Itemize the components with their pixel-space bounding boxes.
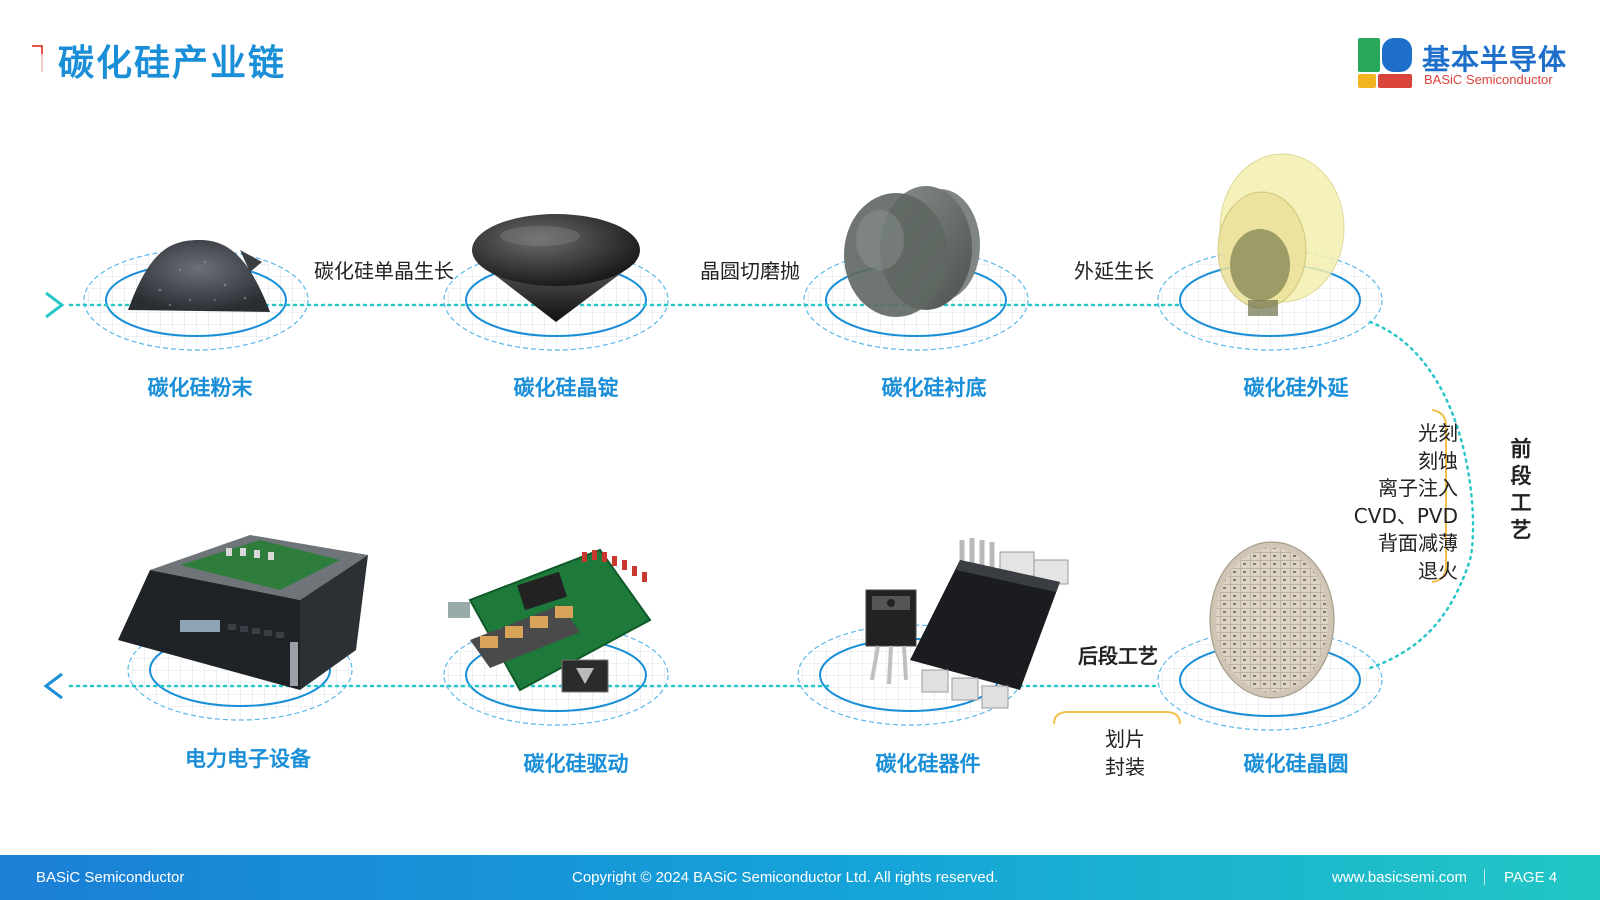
logo-name-cn: 基本半导体 — [1422, 43, 1568, 76]
process-label-epi-growth: 外延生长 — [1074, 259, 1154, 283]
industry-chain-diagram — [43, 153, 1475, 731]
process-label-growth: 碳化硅单晶生长 — [314, 259, 454, 283]
flow-start-arrow-icon — [45, 291, 65, 319]
node-label-power-equipment: 电力电子设备 — [185, 747, 311, 771]
front-end-steps: 光刻 刻蚀 离子注入 CVD、PVD 背面减薄 退火 — [1300, 420, 1458, 585]
front-step: 刻蚀 — [1418, 448, 1458, 473]
footer-copyright: Copyright © 2024 BASiC Semiconductor Ltd… — [572, 869, 999, 886]
node-label-powder: 碳化硅粉末 — [147, 376, 253, 400]
footer-divider — [1484, 869, 1485, 885]
logo-name-en: BASiC Semiconductor — [1424, 72, 1553, 87]
sic-substrate-image — [844, 186, 980, 317]
process-label-cut-polish: 晶圆切磨抛 — [700, 259, 800, 283]
power-electronics-image — [118, 535, 368, 690]
sic-epitaxy-image — [1217, 153, 1345, 316]
node-label-epitaxy: 碳化硅外延 — [1243, 376, 1349, 400]
node-label-ingot: 碳化硅晶锭 — [513, 376, 619, 400]
sic-device-image — [865, 538, 1069, 709]
front-end-label: 前段工艺 — [1510, 437, 1532, 542]
footer-page-number: PAGE 4 — [1504, 869, 1558, 886]
node-label-wafer: 碳化硅晶圆 — [1243, 752, 1349, 776]
sic-wafer-image — [1209, 541, 1335, 699]
logo-mark-icon — [1358, 38, 1412, 88]
front-end-bracket — [1431, 409, 1447, 583]
node-label-device: 碳化硅器件 — [875, 752, 981, 776]
footer-bar: BASiC Semiconductor Copyright © 2024 BAS… — [0, 855, 1600, 900]
front-step: 光刻 — [1418, 421, 1458, 445]
flow-end-arrow-icon — [43, 672, 63, 700]
footer-company: BASiC Semiconductor — [36, 869, 185, 886]
sic-ingot-image — [472, 214, 640, 322]
page-title: 碳化硅产业链 — [58, 43, 287, 84]
sic-driver-image — [448, 548, 652, 693]
front-step: 背面减薄 — [1378, 531, 1458, 555]
front-step: CVD、PVD — [1353, 503, 1458, 528]
back-end-steps: 划片 封装 — [1080, 725, 1170, 781]
back-step: 封装 — [1105, 755, 1145, 779]
sic-powder-image — [128, 240, 270, 312]
front-step: 退火 — [1418, 558, 1458, 583]
node-label-driver: 碳化硅驱动 — [523, 752, 629, 776]
node-label-substrate: 碳化硅衬底 — [881, 376, 987, 400]
footer-website-link[interactable]: www.basicsemi.com — [1332, 869, 1468, 886]
back-step: 划片 — [1105, 727, 1145, 751]
front-step: 离子注入 — [1378, 476, 1458, 500]
company-logo: 基本半导体 BASiC Semiconductor — [1358, 36, 1578, 92]
process-label-back-end: 后段工艺 — [1078, 644, 1158, 668]
back-end-bracket — [1053, 711, 1181, 725]
title-bracket-icon — [32, 45, 43, 72]
